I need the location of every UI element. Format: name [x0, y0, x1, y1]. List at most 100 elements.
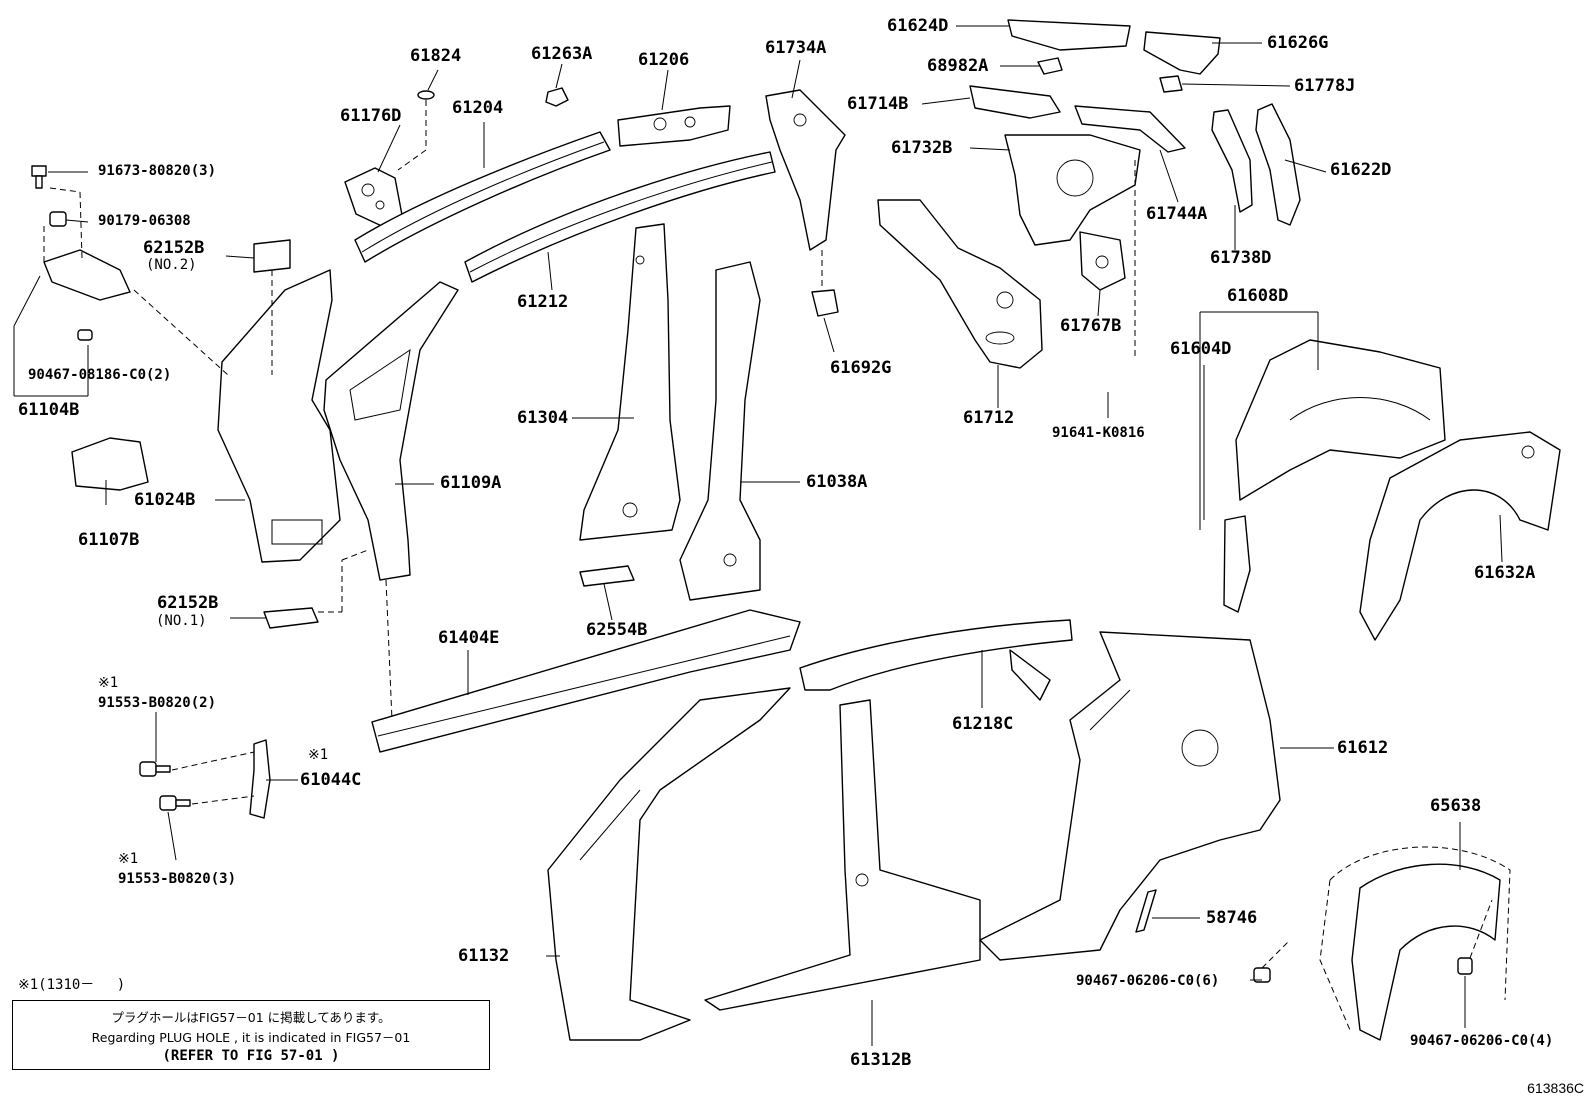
label-61024b: 61024B	[134, 490, 196, 510]
part-61109a	[323, 281, 459, 581]
label-61824: 61824	[410, 46, 462, 66]
part-61612	[979, 631, 1281, 961]
note-line-refer: (REFER TO FIG 57-01 )	[162, 1048, 340, 1064]
part-91553-b0820-lower	[159, 795, 191, 811]
label-61624d: 61624D	[887, 16, 949, 36]
label-no1: (NO.1)	[156, 613, 207, 629]
label-61632a: 61632A	[1474, 563, 1536, 583]
part-61212	[464, 151, 776, 283]
part-61263a	[545, 87, 569, 107]
label-61312b: 61312B	[850, 1050, 912, 1070]
label-61778j: 61778J	[1294, 76, 1356, 96]
part-91553-b0820-upper	[139, 761, 171, 777]
label-61218c: 61218C	[952, 714, 1014, 734]
label-68982a: 68982A	[927, 56, 989, 76]
label-footnote: ※1(1310－ )	[18, 977, 126, 993]
label-91553-b0820-3: 91553-B0820(3)	[118, 871, 237, 887]
label-61767b: 61767B	[1060, 316, 1122, 336]
part-61732b	[1004, 134, 1141, 246]
label-61404e: 61404E	[438, 628, 500, 648]
part-61604d	[1223, 515, 1251, 613]
label-61044c: 61044C	[300, 770, 362, 790]
label-90467-08186: 90467-08186-C0(2)	[28, 367, 172, 383]
label-61608d: 61608D	[1227, 286, 1289, 306]
label-61109a: 61109A	[440, 473, 502, 493]
part-61024b	[217, 269, 341, 563]
label-61107b: 61107B	[78, 530, 140, 550]
part-61204	[354, 131, 611, 263]
part-61767b	[1079, 231, 1126, 291]
label-61744a: 61744A	[1146, 204, 1208, 224]
label-61692g: 61692G	[830, 358, 892, 378]
label-65638: 65638	[1430, 796, 1482, 816]
note-line-english: Regarding PLUG HOLE , it is indicated in…	[91, 1030, 411, 1045]
label-61604d: 61604D	[1170, 339, 1232, 359]
note-line-japanese: プラグホールはFIG57－01 に掲載してあります。	[111, 1010, 391, 1025]
label-mark1-c: ※1	[118, 851, 139, 867]
part-61044c	[249, 739, 271, 819]
part-61304	[579, 223, 681, 541]
label-61304: 61304	[517, 408, 569, 428]
label-61206: 61206	[638, 50, 690, 70]
figure-number: 613836C	[1527, 1080, 1584, 1096]
label-62554b: 62554B	[586, 620, 648, 640]
label-no2: (NO.2)	[146, 257, 197, 273]
label-61626g: 61626G	[1267, 33, 1329, 53]
part-61218c	[799, 619, 1073, 701]
label-90467-06206-4: 90467-06206-C0(4)	[1410, 1033, 1554, 1049]
label-91553-b0820-2: 91553-B0820(2)	[98, 695, 217, 711]
part-91673-80820	[31, 165, 47, 189]
part-90467-06206-clip	[1457, 957, 1473, 975]
part-61824	[417, 90, 435, 100]
part-65638	[1319, 846, 1511, 1041]
label-61038a: 61038A	[806, 472, 868, 492]
leader-lines	[13, 25, 1503, 1046]
part-61107b	[71, 437, 149, 491]
part-61104b	[43, 249, 131, 301]
part-61712	[877, 199, 1043, 369]
part-68982a	[1037, 57, 1063, 75]
part-61744a	[1074, 105, 1186, 153]
label-91673-80820: 91673-80820(3)	[98, 163, 217, 179]
part-61206	[617, 105, 731, 147]
label-91641-k0816: 91641-K0816	[1052, 425, 1145, 441]
part-61312b	[704, 699, 981, 1011]
label-61132: 61132	[458, 946, 510, 966]
label-61732b: 61732B	[891, 138, 953, 158]
label-61714b: 61714B	[847, 94, 909, 114]
label-62152b-no2: 62152B	[143, 238, 205, 258]
label-61263a: 61263A	[531, 44, 593, 64]
label-61712: 61712	[963, 408, 1015, 428]
part-61038a	[679, 261, 761, 601]
label-mark1-b: ※1	[308, 747, 329, 763]
part-90467-08186	[77, 329, 93, 341]
label-61104b: 61104B	[18, 400, 80, 420]
label-mark1-a: ※1	[98, 675, 119, 691]
part-62152b-no2	[253, 239, 291, 273]
part-90179-06308	[49, 211, 67, 227]
label-61204: 61204	[452, 98, 504, 118]
part-61626g	[1143, 31, 1221, 75]
plug-hole-note: プラグホールはFIG57－01 に掲載してあります。 Regarding PLU…	[12, 1000, 490, 1070]
label-61734a: 61734A	[765, 38, 827, 58]
label-61612: 61612	[1337, 738, 1389, 758]
label-90467-06206-6: 90467-06206-C0(6)	[1076, 973, 1220, 989]
part-61692g	[811, 289, 839, 317]
part-61624d	[1007, 19, 1131, 51]
part-61734a	[765, 89, 846, 251]
part-61778j	[1159, 75, 1183, 93]
part-61132	[547, 687, 791, 1041]
part-61404e	[371, 609, 801, 753]
label-90179-06308: 90179-06308	[98, 213, 191, 229]
part-61738d	[1211, 109, 1253, 213]
label-62152b-no1: 62152B	[157, 593, 219, 613]
part-58746	[1135, 889, 1157, 933]
part-62152b-no1	[263, 607, 319, 629]
part-62554b	[579, 565, 635, 587]
part-61608d	[1235, 339, 1446, 501]
part-61632a	[1359, 431, 1561, 641]
label-61176d: 61176D	[340, 106, 402, 126]
label-58746: 58746	[1206, 908, 1258, 928]
